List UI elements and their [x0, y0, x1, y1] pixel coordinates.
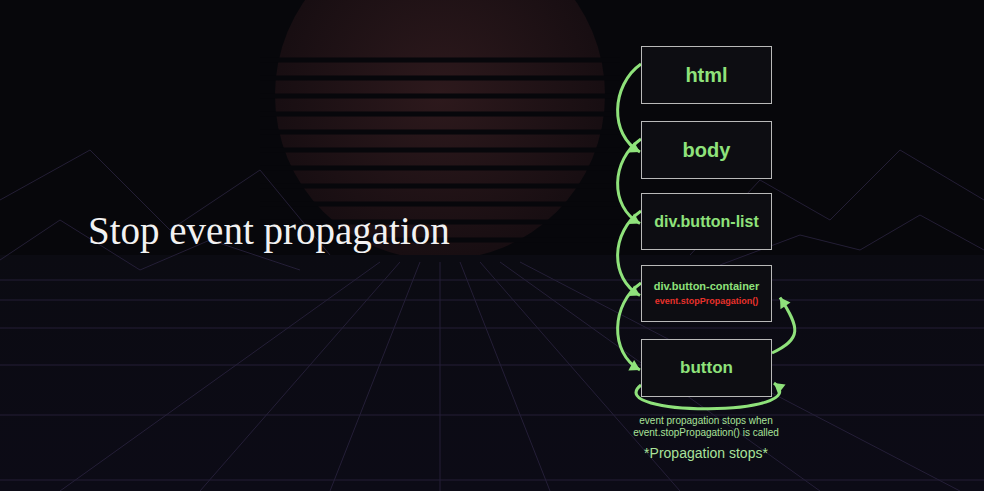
- arrow-head: [628, 360, 640, 371]
- propagation-arrow: [618, 139, 641, 224]
- arrow-head: [774, 383, 786, 394]
- propagation-arrow: [618, 64, 641, 152]
- element-box: div.button-container event.stopPropagatio…: [641, 265, 772, 322]
- note-heading: *Propagation stops*: [606, 445, 806, 462]
- propagation-arrow: [772, 298, 795, 354]
- element-box: div.button-list: [641, 193, 772, 250]
- note-text: event propagation stops when event.stopP…: [606, 415, 806, 439]
- element-box: html: [641, 46, 772, 104]
- element-box: body: [641, 121, 772, 179]
- element-name: body: [683, 138, 731, 162]
- propagation-arrow: [618, 283, 641, 370]
- element-name: div.button-container: [654, 280, 760, 293]
- element-name: button: [680, 358, 733, 378]
- slide-title: Stop event propagation: [88, 208, 450, 253]
- propagation-arrow: [618, 211, 641, 296]
- method-call: event.stopPropagation(): [655, 296, 759, 307]
- element-name: html: [685, 63, 727, 87]
- arrow-head: [780, 298, 791, 310]
- element-name: div.button-list: [654, 212, 759, 231]
- element-box: button: [641, 339, 772, 397]
